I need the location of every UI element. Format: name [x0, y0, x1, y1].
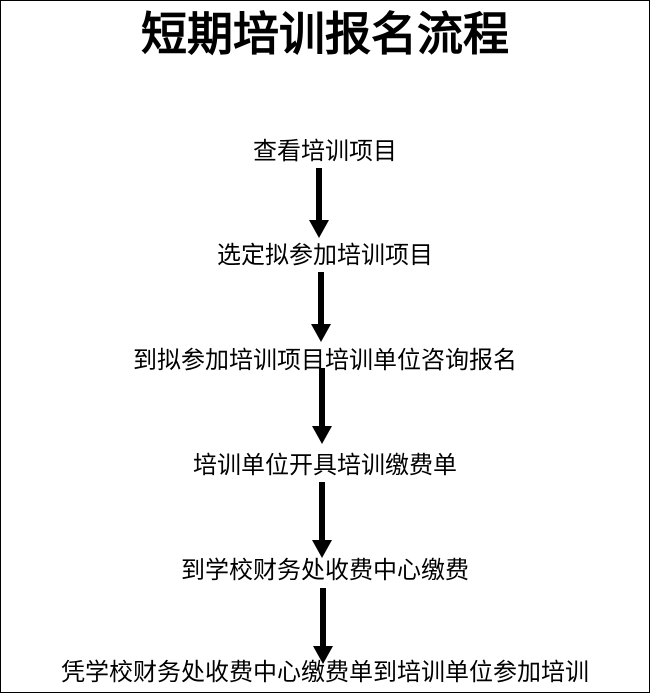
arrow-2	[311, 272, 331, 342]
arrow-1-head	[309, 220, 329, 238]
arrow-5-shaft	[320, 588, 326, 648]
arrow-3-shaft	[319, 368, 325, 428]
step-select-project: 选定拟参加培训项目	[217, 241, 433, 269]
step-issue-payment-slip: 培训单位开具培训缴费单	[193, 451, 457, 479]
arrow-3-head	[312, 426, 332, 444]
arrow-3	[312, 368, 332, 444]
step-view-projects: 查看培训项目	[253, 137, 397, 165]
arrow-1	[309, 168, 329, 238]
arrow-4	[312, 482, 332, 558]
arrow-1-shaft	[316, 168, 322, 222]
arrow-2-head	[311, 324, 331, 342]
step-consult-register: 到拟参加培训项目培训单位咨询报名	[133, 346, 517, 374]
arrow-4-shaft	[319, 482, 325, 542]
arrow-5-head	[313, 646, 333, 664]
step-attend-training: 凭学校财务处收费中心缴费单到培训单位参加培训	[61, 658, 589, 686]
arrow-4-head	[312, 540, 332, 558]
arrow-2-shaft	[318, 272, 324, 326]
step-pay-fee: 到学校财务处收费中心缴费	[181, 556, 469, 584]
diagram-title: 短期培训报名流程	[141, 7, 509, 61]
arrow-5	[313, 588, 333, 664]
